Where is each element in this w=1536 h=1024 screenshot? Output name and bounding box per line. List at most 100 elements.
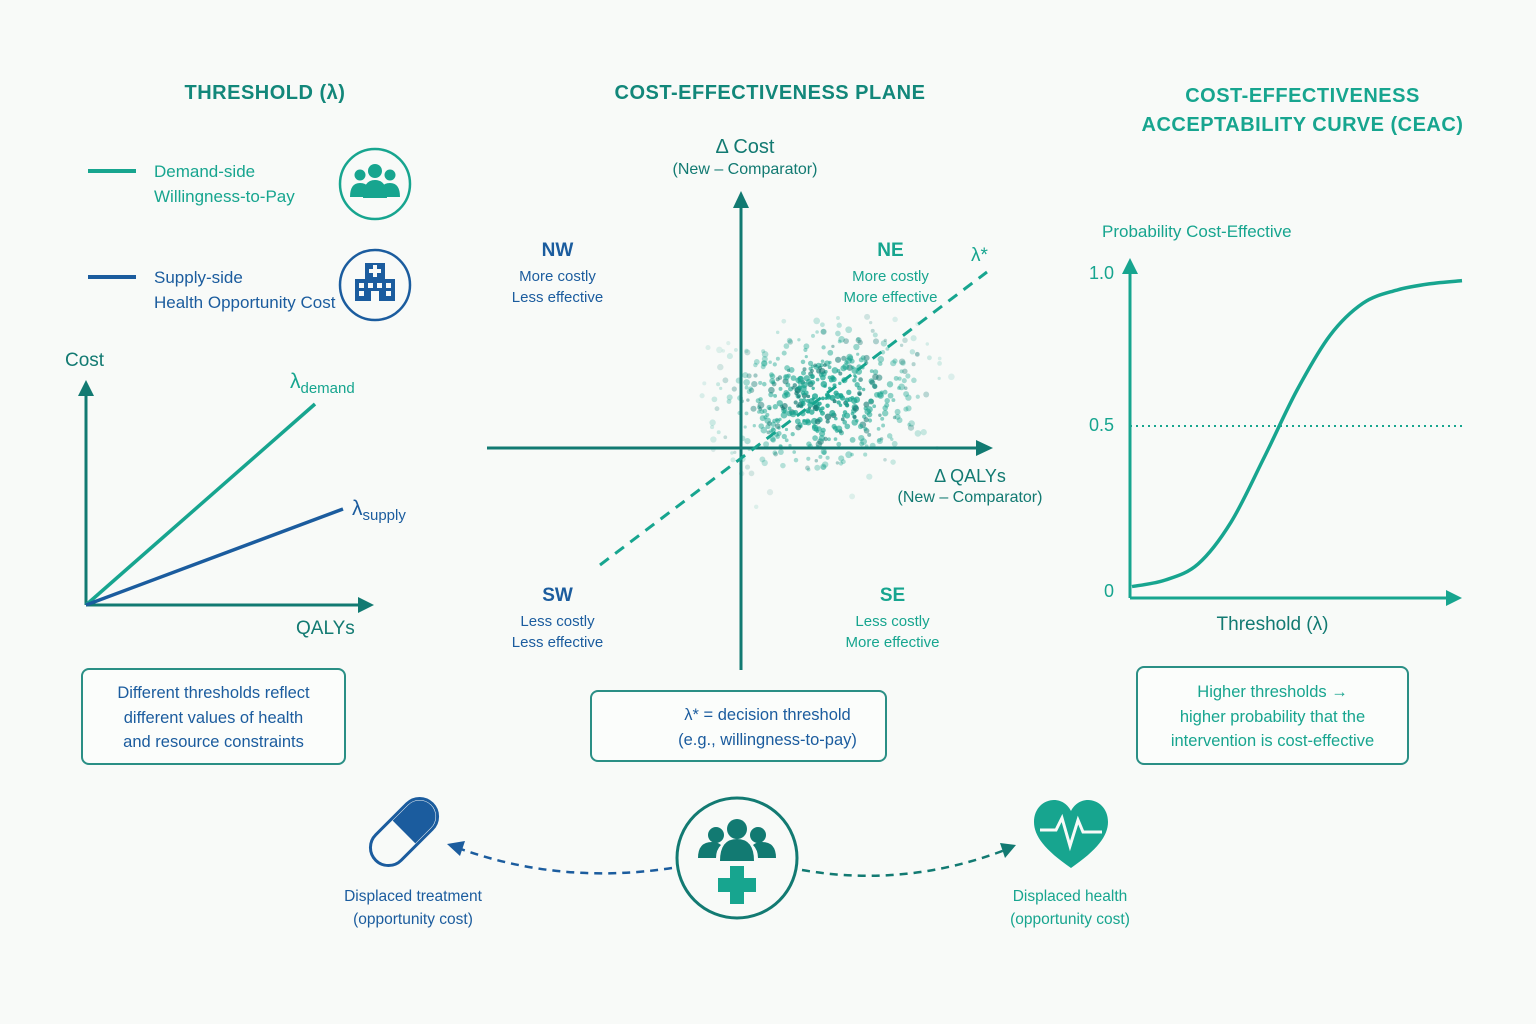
scatter-point (746, 373, 752, 379)
scatter-point (811, 386, 815, 390)
scatter-point (829, 410, 836, 417)
scatter-point (897, 386, 901, 390)
scatter-point (705, 345, 711, 351)
displaced-treatment-caption: Displaced treatment (opportunity cost) (344, 888, 482, 928)
scatter-point (903, 391, 910, 397)
scatter-point (775, 418, 781, 424)
scatter-point (790, 431, 795, 437)
scatter-point (761, 459, 768, 467)
scatter-point (844, 402, 850, 408)
simulation-scatter-cloud (699, 313, 955, 510)
scatter-point (838, 336, 845, 343)
demand-legend-label: Demand-side Willingness-to-Pay (154, 162, 295, 206)
scatter-point (820, 463, 827, 470)
scatter-point (821, 345, 826, 350)
scatter-point (800, 385, 807, 392)
scatter-point (781, 350, 787, 356)
scatter-point (783, 343, 790, 349)
scatter-point (822, 461, 829, 468)
scatter-point (783, 373, 790, 381)
quadrant-se: SE Less costly More effective (845, 585, 940, 651)
scatter-point (814, 464, 821, 471)
scatter-point (856, 337, 861, 342)
scatter-point (815, 330, 819, 334)
scatter-point (815, 429, 820, 434)
scatter-point (827, 349, 834, 356)
lambda-demand-line (84, 402, 317, 607)
scatter-point (791, 386, 795, 390)
scatter-point (853, 343, 860, 351)
scatter-point (759, 415, 766, 422)
scatter-point (773, 393, 778, 398)
scatter-point (781, 318, 787, 324)
scatter-point (898, 358, 906, 365)
scatter-point (857, 391, 862, 396)
central-people-cross-icon (675, 796, 799, 920)
scatter-point (788, 443, 792, 448)
ceac-curve (1131, 278, 1463, 589)
scatter-point (858, 377, 863, 382)
scatter-point (905, 405, 912, 412)
scatter-point (882, 389, 888, 395)
scatter-point (726, 341, 731, 346)
ceac-axes (1122, 258, 1462, 606)
scatter-point (750, 405, 757, 412)
scatter-point (911, 377, 917, 384)
scatter-point (874, 391, 880, 398)
scatter-point (769, 378, 776, 384)
scatter-point (915, 352, 920, 357)
scatter-point (894, 408, 901, 415)
scatter-point (892, 415, 897, 420)
scatter-point (802, 367, 807, 372)
scatter-point (835, 330, 841, 337)
ceac-x-label: Threshold (λ) (1216, 614, 1329, 635)
scatter-point (744, 464, 751, 470)
scatter-point (793, 457, 799, 463)
scatter-point (746, 389, 752, 395)
scatter-point (805, 465, 810, 471)
scatter-point (846, 389, 852, 395)
scatter-point (768, 386, 775, 394)
scatter-point (731, 386, 737, 392)
scatter-point (872, 404, 877, 409)
scatter-point (751, 380, 758, 388)
scatter-point (811, 333, 815, 338)
scatter-point (845, 326, 853, 334)
scatter-point (757, 410, 761, 414)
scatter-point (909, 349, 916, 355)
scatter-point (843, 338, 849, 344)
scatter-point (908, 420, 915, 427)
scatter-point (753, 504, 759, 510)
scatter-point (710, 425, 715, 430)
scatter-point (838, 461, 844, 466)
scatter-point (869, 320, 873, 325)
scatter-point (776, 430, 782, 437)
scatter-point (758, 380, 763, 385)
scatter-point (849, 436, 856, 443)
scatter-point (748, 470, 755, 477)
scatter-point (799, 398, 803, 403)
hospital-icon (338, 248, 412, 322)
scatter-point (825, 419, 830, 424)
scatter-point (841, 355, 847, 361)
scatter-point (876, 374, 883, 381)
scatter-point (820, 464, 827, 470)
scatter-point (806, 456, 811, 461)
scatter-point (899, 343, 904, 347)
scatter-point (878, 413, 882, 418)
scatter-point (866, 406, 873, 413)
scatter-point (722, 377, 729, 384)
scatter-point (794, 391, 799, 396)
scatter-point (772, 362, 777, 367)
scatter-point (765, 412, 770, 417)
scatter-point (775, 356, 780, 361)
scatter-point (887, 392, 894, 399)
scatter-point (784, 365, 790, 371)
scatter-point (716, 382, 721, 387)
scatter-point (723, 435, 728, 440)
scatter-point (820, 448, 827, 455)
scatter-point (863, 426, 868, 431)
scatter-point (881, 423, 886, 428)
